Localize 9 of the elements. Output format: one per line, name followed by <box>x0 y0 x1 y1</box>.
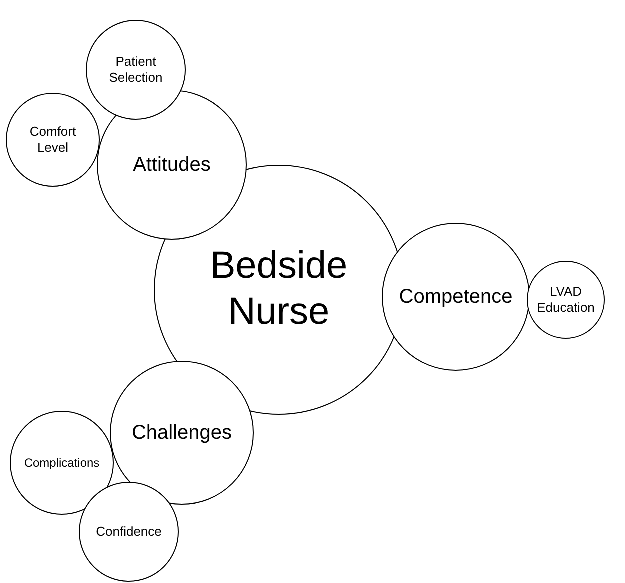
bubble-label: Patient Selection <box>108 54 164 86</box>
bubble-label: Confidence <box>96 524 162 540</box>
bubble-label: Competence <box>399 285 513 309</box>
bubble-label: Complications <box>24 456 100 470</box>
bubble-label: Bedside Nurse <box>209 244 349 335</box>
bubble-label: LVAD Education <box>536 284 596 316</box>
bubble-label: Comfort Level <box>28 124 78 156</box>
bubble-label: Attitudes <box>133 153 211 177</box>
bubble-label: Challenges <box>132 421 232 445</box>
